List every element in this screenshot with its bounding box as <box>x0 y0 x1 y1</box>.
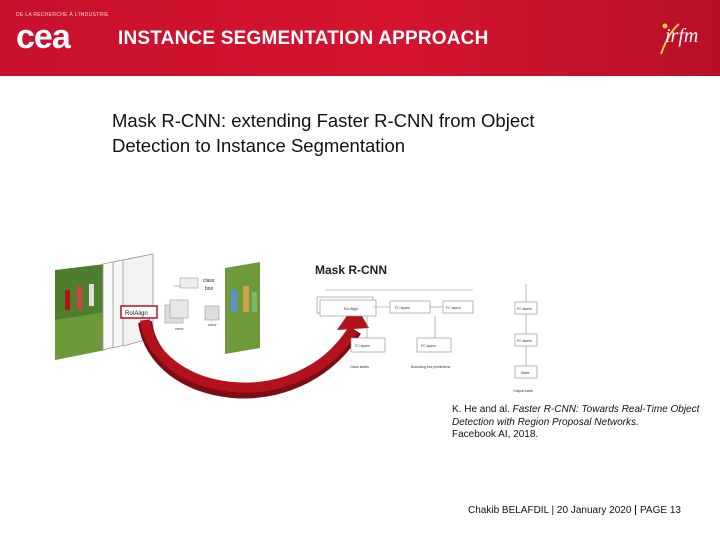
header-band: DE LA RECHERCHE À L'INDUSTRIE cea INSTAN… <box>0 0 720 76</box>
subtitle-line-2: Detection to Instance Segmentation <box>112 135 406 156</box>
diagram-network <box>316 289 474 353</box>
mask-rcnn-figure: RoIAlign conv conv class box Mask R-CNN <box>55 250 475 410</box>
output-photo <box>225 262 260 354</box>
conv-label-2: conv <box>208 322 216 327</box>
node-label-5: FC layers <box>517 307 532 311</box>
footer-separator <box>635 505 637 516</box>
node-label-3: FC layers <box>355 344 370 348</box>
subtitle-line-1: Mask R-CNN: extending Faster R-CNN from … <box>112 110 535 131</box>
roialign-box <box>120 305 158 319</box>
box-label: box <box>205 286 214 292</box>
node-label-0: RoI Align <box>344 307 358 311</box>
node-label-6: FC layers <box>517 339 532 343</box>
node-label-1: FC layers <box>395 306 410 310</box>
node-label-2: FC layers <box>446 306 461 310</box>
mask-branch: FC layers FC layers Mask Output mask <box>513 284 538 393</box>
node-label-4: FC layers <box>421 344 436 348</box>
conv-label-1: conv <box>175 326 183 331</box>
class-label: class <box>203 278 215 284</box>
citation-venue: Facebook AI, 2018. <box>452 429 539 440</box>
bottom-label-1: Bounding box predictions <box>411 365 451 369</box>
slide-subtitle: Mask R-CNN: extending Faster R-CNN from … <box>112 108 652 158</box>
page-title: INSTANCE SEGMENTATION APPROACH <box>118 28 489 49</box>
diagram-title: Mask R-CNN <box>315 263 387 277</box>
bottom-label-0: Class labels <box>350 365 369 369</box>
feature-maps: RoIAlign conv conv class box <box>102 253 220 351</box>
bottom-label-2: Output mask <box>513 389 533 393</box>
irfm-logo-text: irfm <box>665 25 698 47</box>
arrow-head <box>337 304 369 330</box>
node-label-7: Mask <box>521 371 530 375</box>
footer-text: Chakib BELAFDIL | 20 January 2020 <box>468 505 632 516</box>
cea-tagline: DE LA RECHERCHE À L'INDUSTRIE <box>16 12 109 18</box>
curved-arrow <box>140 319 358 393</box>
roialign-label: RoIAlign <box>125 311 148 317</box>
cea-logo: DE LA RECHERCHE À L'INDUSTRIE cea <box>16 12 108 62</box>
footer-author-date: Chakib BELAFDIL | 20 January 2020 <box>468 505 640 516</box>
citation-authors: K. He and al. <box>452 404 513 415</box>
cea-logo-text: cea <box>16 18 72 56</box>
input-photo <box>55 264 105 360</box>
citation-title: Faster R-CNN: Towards Real-Time Object D… <box>452 404 700 428</box>
irfm-logo: irfm <box>655 14 707 58</box>
page-number: PAGE 13 <box>640 505 681 516</box>
citation: K. He and al. Faster R-CNN: Towards Real… <box>452 404 712 442</box>
